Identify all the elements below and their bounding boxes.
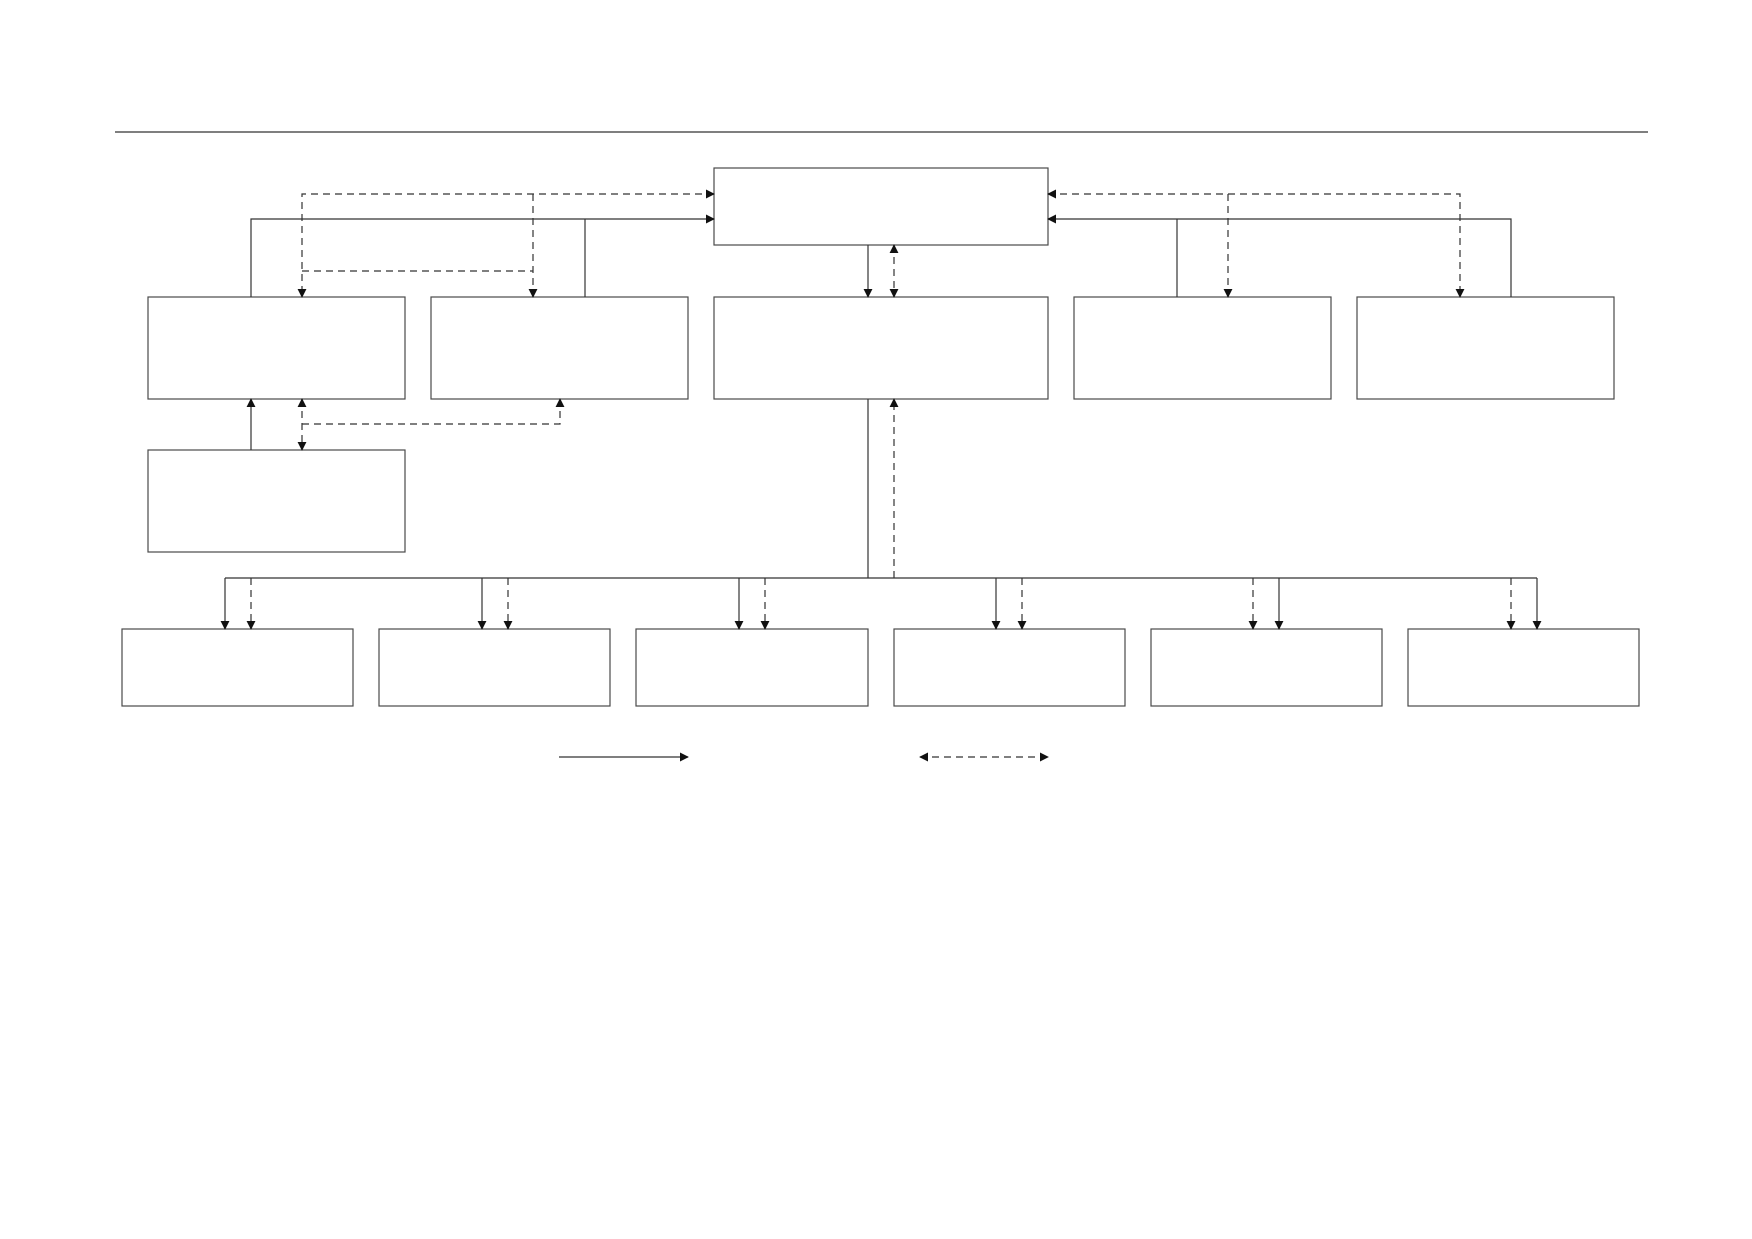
middle-box-4 (1073, 296, 1332, 400)
bottom-box-1 (121, 628, 354, 707)
left-sub-box (147, 449, 406, 553)
solid-connector-left-to-top (250, 214, 715, 297)
dashed-connector-top-to-box5 (1047, 189, 1465, 298)
bottom-box-6 (1407, 628, 1640, 707)
solid-connector-right-to-top (1047, 214, 1512, 297)
bottom-box-4 (893, 628, 1126, 707)
middle-box-1 (147, 296, 406, 400)
middle-box-3 (713, 296, 1049, 400)
bottom-box-2 (378, 628, 611, 707)
middle-box-2 (430, 296, 689, 400)
dashed-connector-sub-to-box2 (302, 398, 565, 425)
middle-box-5 (1356, 296, 1615, 400)
top-box (713, 167, 1049, 246)
bottom-box-3 (635, 628, 869, 707)
bottom-box-5 (1150, 628, 1383, 707)
dashed-connector-top-to-box1 (297, 189, 715, 298)
